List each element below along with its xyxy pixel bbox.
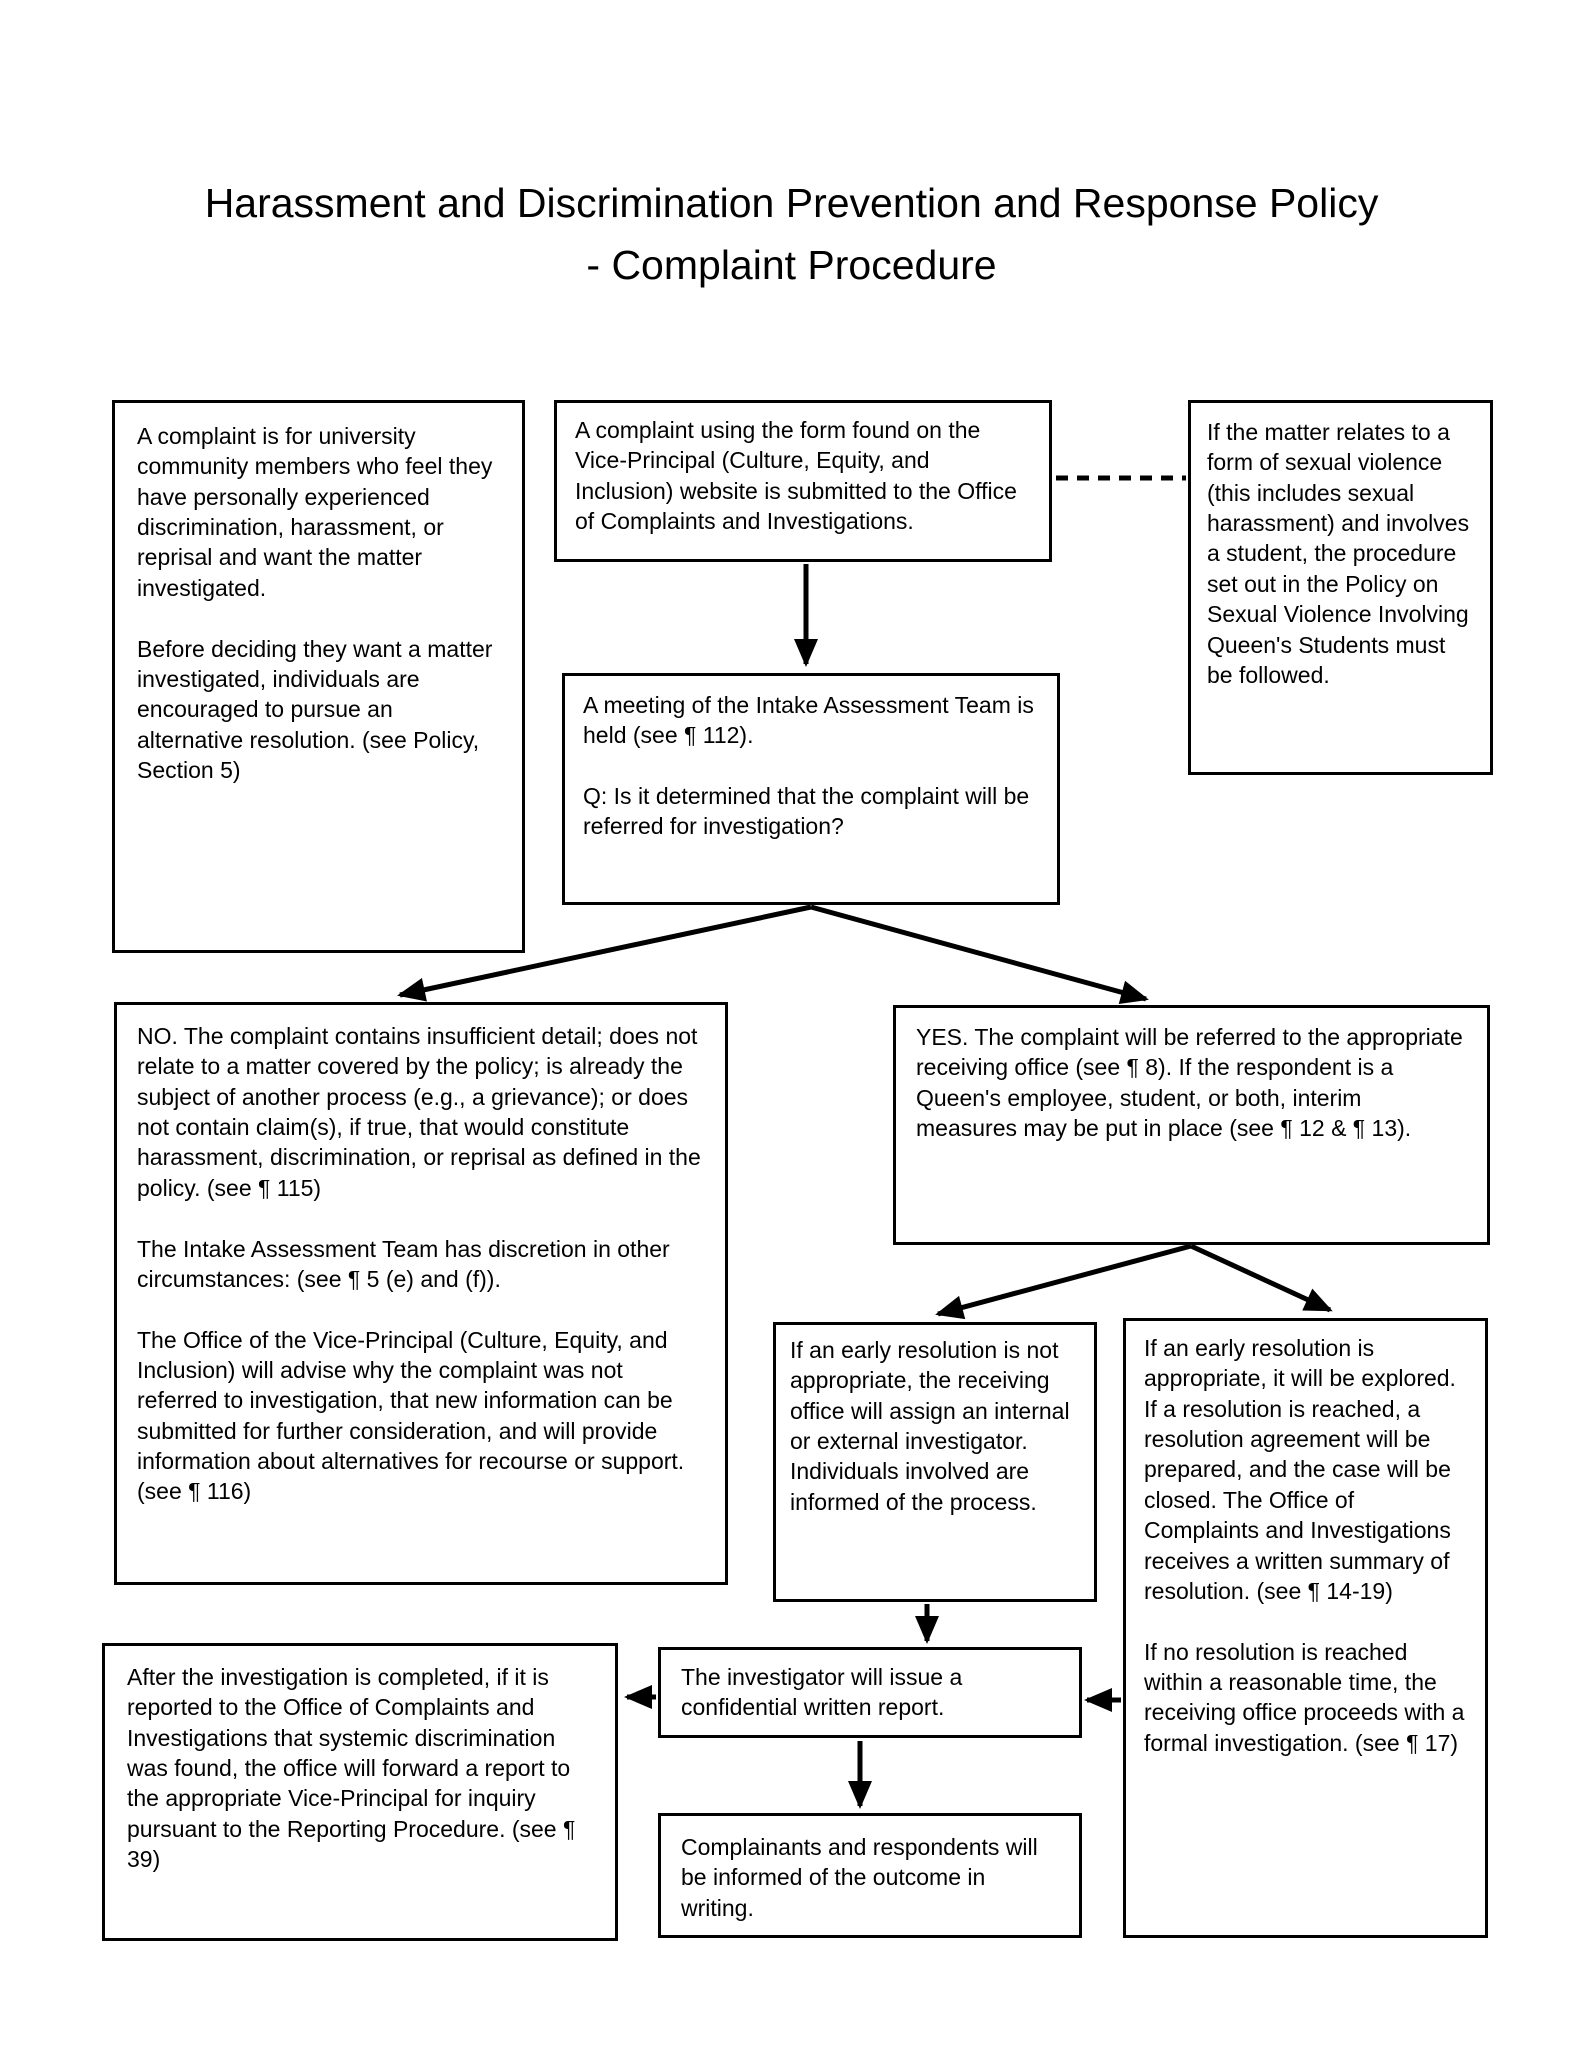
box-decision-no: NO. The complaint contains insufficient … xyxy=(114,1002,728,1585)
box-systemic-discrimination-report: After the investigation is completed, if… xyxy=(102,1643,618,1941)
box-investigator-report: The investigator will issue a confidenti… xyxy=(658,1647,1082,1738)
box-sexual-violence-exception: If the matter relates to a form of sexua… xyxy=(1188,400,1493,775)
arrow-yes-to-no-early-resolution xyxy=(935,1243,1192,1320)
box-no-early-resolution: If an early resolution is not appropriat… xyxy=(773,1322,1097,1602)
box-intake-meeting: A meeting of the Intake Assessment Team … xyxy=(562,673,1060,905)
box-complaint-purpose: A complaint is for university community … xyxy=(112,400,525,953)
box-decision-yes: YES. The complaint will be referred to t… xyxy=(893,1005,1490,1245)
page-title-line2: - Complaint Procedure xyxy=(586,242,997,288)
page-title: Harassment and Discrimination Prevention… xyxy=(0,172,1583,296)
page-title-line1: Harassment and Discrimination Prevention… xyxy=(204,180,1379,226)
arrow-yes-to-early-resolution xyxy=(1189,1243,1333,1313)
arrow-intake-to-yes xyxy=(810,904,1149,1004)
box-early-resolution: If an early resolution is appropriate, i… xyxy=(1123,1318,1488,1938)
box-complaint-submission: A complaint using the form found on the … xyxy=(554,400,1052,562)
box-outcome-notice: Complainants and respondents will be inf… xyxy=(658,1813,1082,1938)
